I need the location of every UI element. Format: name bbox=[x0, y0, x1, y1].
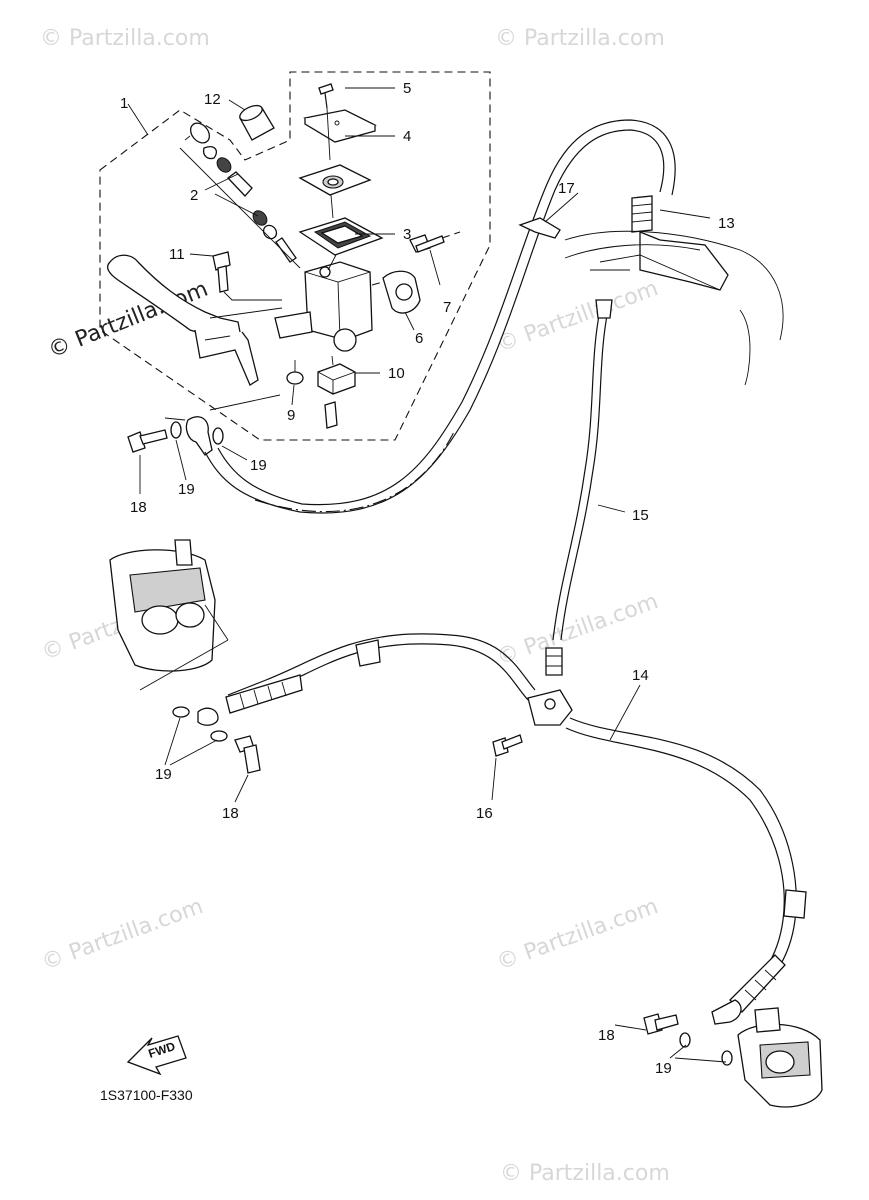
callout-15: 15 bbox=[632, 507, 649, 524]
callout-19: 19 bbox=[155, 766, 172, 783]
callout-10: 10 bbox=[388, 365, 405, 382]
hose-left bbox=[225, 633, 536, 714]
callout-4: 4 bbox=[403, 128, 411, 145]
callout-5: 5 bbox=[403, 80, 411, 97]
boot bbox=[239, 104, 275, 141]
left-caliper bbox=[109, 539, 229, 691]
callout-19: 19 bbox=[250, 457, 267, 474]
left-lower-banjo bbox=[172, 706, 261, 774]
callout-19: 19 bbox=[655, 1060, 672, 1077]
piston-kit bbox=[179, 122, 301, 269]
diagram-code: 1S37100-F330 bbox=[100, 1087, 193, 1103]
callout-18: 18 bbox=[222, 805, 239, 822]
callout-1: 1 bbox=[120, 95, 128, 112]
pivot-bolt bbox=[212, 251, 282, 301]
callout-18: 18 bbox=[130, 499, 147, 516]
fwd-arrow: FWD bbox=[126, 1035, 187, 1076]
callout-14: 14 bbox=[632, 667, 649, 684]
watermark: © Partzilla.com bbox=[494, 589, 662, 671]
holder-and-bolt bbox=[371, 231, 461, 314]
callout-11: 11 bbox=[169, 246, 185, 263]
clip bbox=[518, 217, 561, 239]
watermark: © Partzilla.com bbox=[40, 26, 210, 51]
brake-lever bbox=[107, 254, 259, 386]
callout-6: 6 bbox=[415, 330, 423, 347]
upper-banjo bbox=[127, 394, 281, 456]
callout-13: 13 bbox=[718, 215, 735, 232]
callout-7: 7 bbox=[443, 299, 451, 316]
callout-19: 19 bbox=[178, 481, 195, 498]
callout-2: 2 bbox=[190, 187, 198, 204]
watermark: © Partzilla.com bbox=[500, 1161, 670, 1186]
hose-15 bbox=[545, 299, 613, 676]
right-caliper bbox=[737, 1007, 823, 1108]
callout-18: 18 bbox=[598, 1027, 615, 1044]
watermark: © Partzilla.com bbox=[494, 276, 662, 358]
hose-joint bbox=[492, 689, 573, 757]
right-lower-banjo bbox=[643, 1013, 733, 1066]
hose-fitting-upper bbox=[564, 195, 784, 386]
leader-lines bbox=[127, 87, 727, 1063]
assembly-outline bbox=[99, 71, 491, 441]
brake-switch bbox=[286, 355, 356, 429]
watermark: © Partzilla.com bbox=[494, 894, 662, 976]
watermark: © Partzilla.com bbox=[39, 894, 207, 976]
reservoir-parts bbox=[298, 83, 384, 271]
callouts: 1 2 3 4 5 6 7 9 10 11 12 13 14 15 16 17 … bbox=[120, 80, 735, 1077]
hose-routing-line bbox=[254, 429, 456, 513]
upper-hose-edge bbox=[217, 119, 676, 506]
upper-hose bbox=[204, 129, 665, 514]
hose-right bbox=[565, 717, 807, 1025]
callout-3: 3 bbox=[403, 226, 411, 243]
watermark: © Partzilla.com bbox=[495, 26, 665, 51]
callout-17: 17 bbox=[558, 180, 575, 197]
master-cylinder-body bbox=[209, 261, 373, 352]
callout-12: 12 bbox=[204, 91, 221, 108]
callout-9: 9 bbox=[287, 407, 295, 424]
callout-16: 16 bbox=[476, 805, 493, 822]
